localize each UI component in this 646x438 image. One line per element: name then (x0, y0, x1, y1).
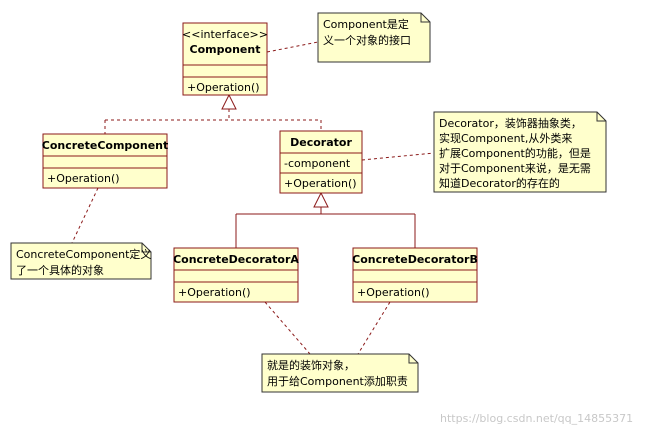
realization-arrowhead (221, 93, 237, 110)
class-name: Component (190, 43, 261, 56)
class-name: ConcreteDecoratorB (352, 253, 478, 266)
class-operation: +Operation() (178, 286, 251, 299)
class-name: Decorator (290, 136, 352, 149)
note-frame (10, 242, 152, 280)
class-attribute: -component (284, 157, 351, 170)
note-frame (317, 12, 431, 63)
class-box-frame (42, 133, 168, 189)
note-anchor-line (71, 187, 99, 244)
class-operation: +Operation() (357, 286, 430, 299)
note-concrete-decorators-note: 就是的装饰对象， 用于给Component添加职责 (261, 353, 419, 393)
note-fold (596, 112, 606, 122)
note-anchor-line (264, 301, 311, 355)
class-concrete-decorator-a: ConcreteDecoratorA +Operation() (173, 247, 299, 303)
class-decorator: Decorator -component +Operation() (279, 130, 363, 194)
class-boxes: <<interface>>Component+Operation()Concre… (42, 22, 478, 303)
note-line: Component是定 (323, 17, 409, 31)
note-line: 就是的装饰对象， (267, 358, 355, 372)
class-box-frame (173, 247, 299, 303)
note-frame (261, 353, 419, 393)
class-box-frame (279, 130, 363, 194)
note-line: Decorator，装饰器抽象类， (439, 116, 582, 130)
note-fold (408, 354, 418, 364)
note-fold (141, 243, 151, 253)
class-box-frame (182, 22, 268, 96)
notes: Component是定义一个对象的接口Decorator，装饰器抽象类，实现Co… (10, 12, 607, 393)
connectors (71, 41, 435, 355)
note-line: 了一个具体的对象 (16, 263, 104, 277)
note-line: 用于给Component添加职责 (267, 374, 408, 388)
class-concrete-component: ConcreteComponent +Operation() (42, 133, 169, 189)
note-decorator-note: Decorator，装饰器抽象类，实现Component,从外类来扩展Compo… (433, 111, 607, 193)
note-line: 义一个对象的接口 (323, 33, 411, 47)
note-line: 知道Decorator的存在的 (439, 176, 560, 190)
note-line: ConcreteComponent定义 (16, 247, 151, 261)
class-name: ConcreteDecoratorA (173, 253, 299, 266)
class-stereotype: <<interface>> (182, 28, 268, 41)
note-fold (420, 13, 430, 23)
class-operation: +Operation() (284, 177, 357, 190)
class-operation: +Operation() (47, 172, 120, 185)
note-anchor-line (361, 152, 435, 161)
class-component: <<interface>> Component +Operation() (182, 22, 268, 96)
class-concrete-decorator-b: ConcreteDecoratorB +Operation() (352, 247, 478, 303)
class-name: ConcreteComponent (42, 139, 169, 152)
note-frame (433, 111, 607, 193)
class-box-frame (352, 247, 478, 303)
note-line: 实现Component,从外类来 (439, 131, 572, 145)
class-operation: +Operation() (187, 81, 260, 94)
note-line: 扩展Component的功能，但是 (439, 146, 591, 160)
generalization-arrowhead (313, 191, 329, 208)
note-line: 对于Component来说，是无需 (439, 161, 591, 175)
note-anchor-line (266, 41, 319, 53)
watermark: https://blog.csdn.net/qq_14855371 (440, 412, 634, 425)
note-anchor-line (357, 301, 391, 355)
